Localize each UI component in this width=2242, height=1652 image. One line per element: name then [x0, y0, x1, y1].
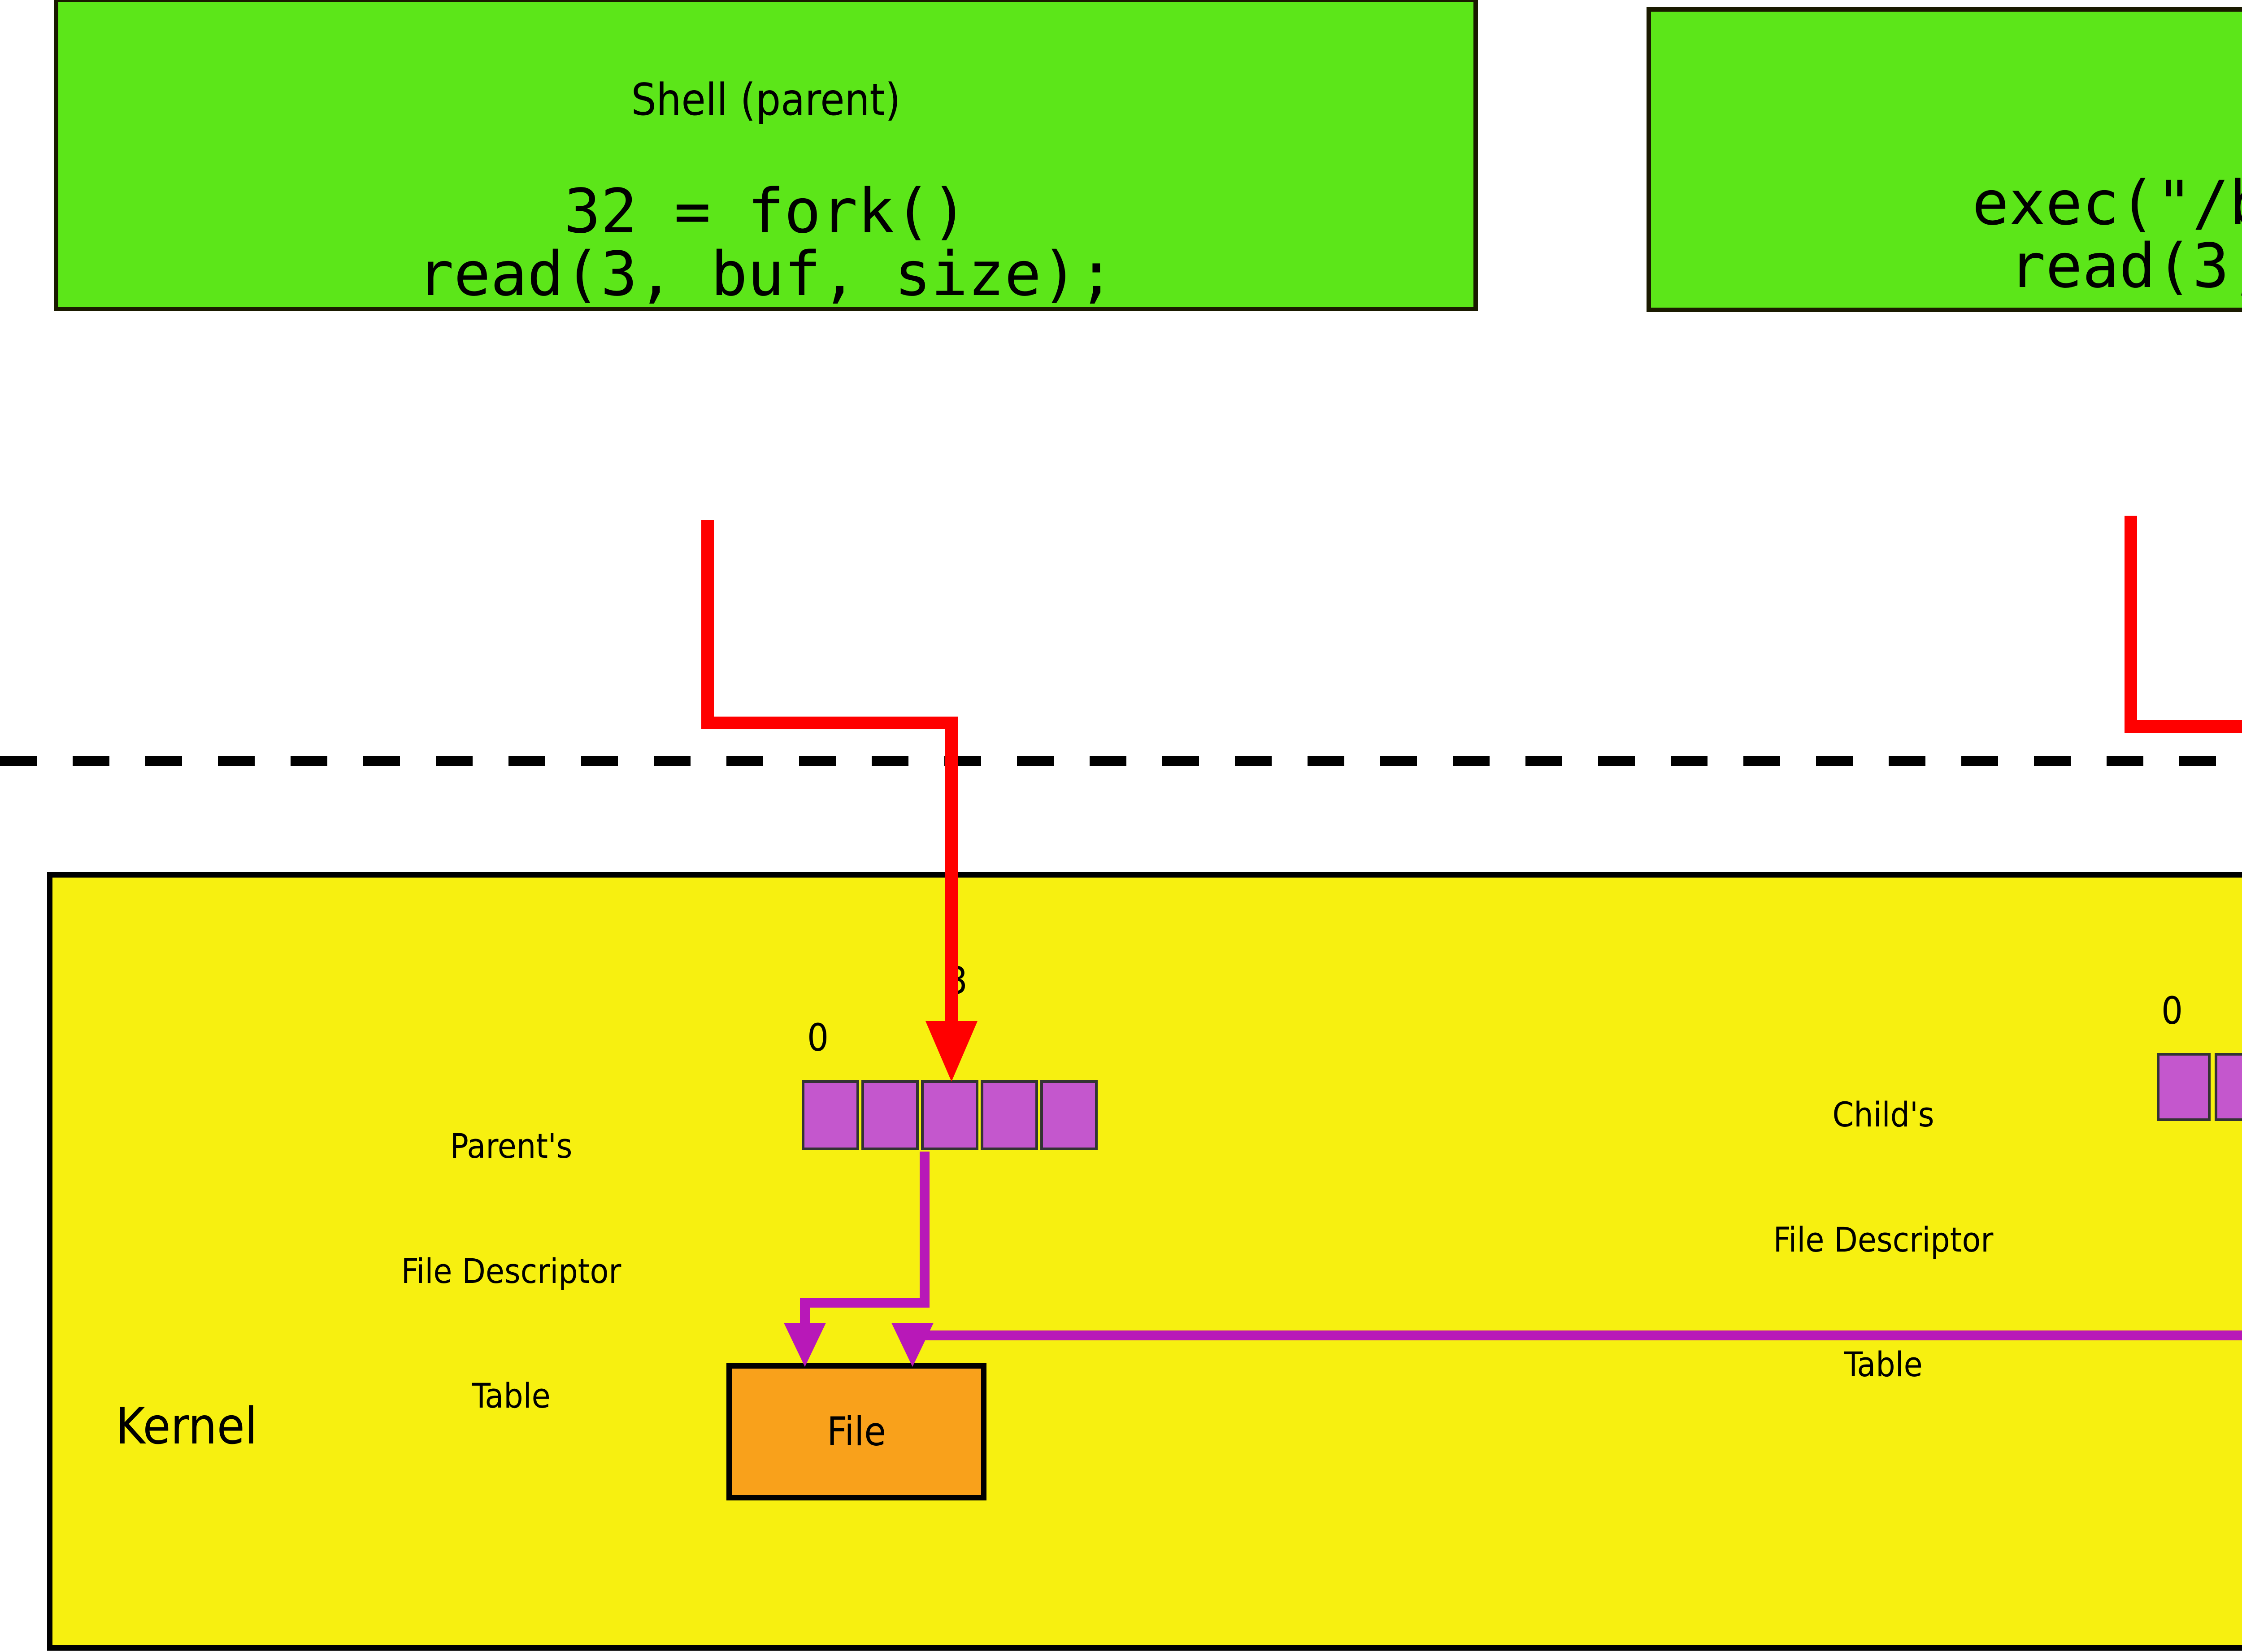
parent-fd-table-label: Parent's File Descriptor Table	[305, 1043, 717, 1500]
fd-cell[interactable]	[2215, 1053, 2242, 1121]
fd-cell[interactable]	[1040, 1080, 1098, 1150]
parent-fd-table-label-line-2: File Descriptor	[401, 1251, 621, 1291]
child-fd-table-label: Child's File Descriptor Table	[1677, 1011, 2090, 1469]
parent-process-box: Shell (parent) 32 = fork() read(3, buf, …	[54, 0, 1478, 311]
fd-cell[interactable]	[861, 1080, 919, 1150]
fd-cell[interactable]	[2157, 1053, 2211, 1121]
parent-syscall-arrowhead	[925, 1021, 978, 1082]
child-fd-pointer-arrowhead	[891, 1323, 934, 1367]
parent-process-title: Shell (parent)	[631, 74, 901, 126]
child-process-box: wc -l exec("/bin/wc", argv) read(3, buf,…	[1647, 7, 2242, 312]
child-fd-table-cells	[2157, 1053, 2242, 1121]
parent-fd-table-cells	[802, 1080, 1098, 1150]
parent-fd-pointer-arrowhead	[784, 1323, 826, 1367]
child-fd-table-label-line-3: Table	[1844, 1344, 1923, 1384]
child-process-code-line-1: exec("/bin/wc", argv)	[1972, 168, 2242, 239]
parent-process-code-line-1: 32 = fork()	[564, 176, 968, 247]
parent-fd-table-label-line-1: Parent's	[450, 1126, 573, 1166]
child-fd-pointer-arrow	[908, 1330, 2242, 1345]
child-fd-table-label-line-1: Child's	[1832, 1095, 1934, 1135]
fd-cell[interactable]	[981, 1080, 1038, 1150]
file-object-box: File	[726, 1363, 986, 1500]
fd-cell[interactable]	[921, 1080, 978, 1150]
child-syscall-arrow	[2125, 516, 2242, 733]
parent-fd-index-0-label: 0	[807, 1016, 829, 1060]
kernel-label: Kernel	[116, 1397, 257, 1456]
child-fd-table-label-line-2: File Descriptor	[1773, 1219, 1994, 1260]
child-process-code-line-2: read(3, buf, size);	[2009, 231, 2242, 302]
kernel-box	[47, 872, 2242, 1651]
fd-cell[interactable]	[802, 1080, 859, 1150]
parent-fd-pointer-arrow	[800, 1152, 930, 1345]
parent-process-code-line-2: read(3, buf, size);	[417, 239, 1115, 310]
parent-fd-table-label-line-3: Table	[472, 1375, 551, 1416]
file-object-label: File	[827, 1409, 886, 1455]
child-fd-index-0-label: 0	[2161, 989, 2183, 1033]
parent-syscall-arrow	[701, 520, 958, 1046]
